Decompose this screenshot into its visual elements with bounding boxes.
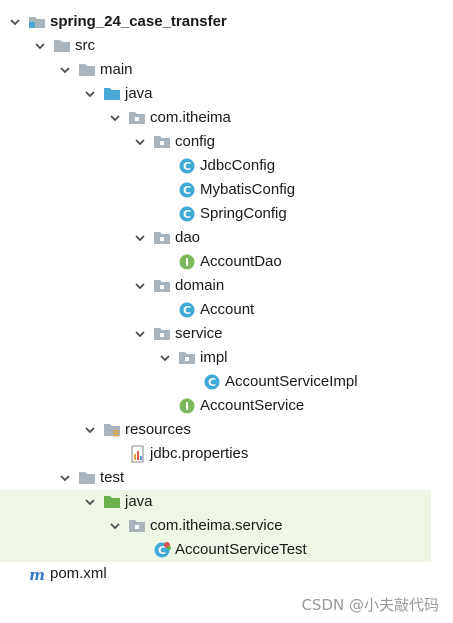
tree-row-src[interactable]: src <box>0 34 453 58</box>
tree-item-label: AccountServiceImpl <box>225 373 358 390</box>
tree-row-accountserviceimpl[interactable]: C AccountServiceImpl <box>0 370 453 394</box>
package-icon <box>153 325 171 343</box>
tree-row-resources[interactable]: resources <box>0 418 453 442</box>
tree-item-label: Account <box>200 301 255 318</box>
test-root-icon <box>103 493 121 511</box>
tree-row-account[interactable]: C Account <box>0 298 453 322</box>
folder-icon <box>78 469 96 487</box>
tree-item-label: domain <box>175 277 225 294</box>
chevron-down-icon[interactable] <box>158 346 172 370</box>
tree-item-label: AccountService <box>200 397 305 414</box>
test-class-icon: C <box>153 541 171 559</box>
package-icon <box>178 349 196 367</box>
tree-item-label: resources <box>125 421 191 438</box>
tree-item-label: service <box>175 325 223 342</box>
svg-text:C: C <box>183 304 191 317</box>
tree-item-label: MybatisConfig <box>200 181 296 198</box>
interface-icon: I <box>178 253 196 271</box>
svg-text:m: m <box>29 566 45 583</box>
svg-text:I: I <box>185 400 189 413</box>
tree-item-label: com.itheima.service <box>150 517 283 534</box>
chevron-down-icon[interactable] <box>108 106 122 130</box>
tree-row-main[interactable]: main <box>0 58 453 82</box>
tree-item-label: pom.xml <box>50 565 107 582</box>
tree-row-test[interactable]: test <box>0 466 453 490</box>
tree-item-label: jdbc.properties <box>150 445 249 462</box>
maven-file-icon: m <box>28 565 46 583</box>
tree-item-label: java <box>125 85 153 102</box>
svg-text:C: C <box>183 208 191 221</box>
class-icon: C <box>178 205 196 223</box>
chevron-down-icon[interactable] <box>108 514 122 538</box>
chevron-down-icon[interactable] <box>133 274 147 298</box>
tree-row-jdbcconfig[interactable]: C JdbcConfig <box>0 154 453 178</box>
package-icon <box>153 277 171 295</box>
class-icon: C <box>178 157 196 175</box>
tree-item-label: impl <box>200 349 228 366</box>
package-icon <box>153 133 171 151</box>
package-icon <box>128 109 146 127</box>
package-icon <box>128 517 146 535</box>
tree-row-pom-xml[interactable]: m pom.xml <box>0 562 453 586</box>
tree-row-service[interactable]: service <box>0 322 453 346</box>
tree-row-com-itheima-service[interactable]: com.itheima.service <box>0 514 431 538</box>
tree-row-spring-24-case-transfer[interactable]: spring_24_case_transfer <box>0 10 453 34</box>
tree-item-label: SpringConfig <box>200 205 287 222</box>
tree-item-label: spring_24_case_transfer <box>50 13 227 30</box>
tree-row-accountservicetest[interactable]: C AccountServiceTest <box>0 538 431 562</box>
tree-item-label: config <box>175 133 216 150</box>
tree-item-label: main <box>100 61 133 78</box>
chevron-down-icon[interactable] <box>58 58 72 82</box>
chevron-down-icon[interactable] <box>133 322 147 346</box>
module-folder-icon <box>28 13 46 31</box>
svg-text:C: C <box>183 160 191 173</box>
properties-file-icon <box>128 445 146 463</box>
svg-text:C: C <box>208 376 216 389</box>
source-root-icon <box>103 85 121 103</box>
class-icon: C <box>178 181 196 199</box>
tree-row-impl[interactable]: impl <box>0 346 453 370</box>
chevron-down-icon[interactable] <box>133 130 147 154</box>
class-icon: C <box>203 373 221 391</box>
folder-icon <box>78 61 96 79</box>
resources-root-icon <box>103 421 121 439</box>
chevron-down-icon[interactable] <box>83 490 97 514</box>
chevron-down-icon[interactable] <box>8 10 22 34</box>
interface-icon: I <box>178 397 196 415</box>
tree-row-accountservice[interactable]: I AccountService <box>0 394 453 418</box>
tree-item-label: dao <box>175 229 201 246</box>
tree-row-accountdao[interactable]: I AccountDao <box>0 250 453 274</box>
tree-row-mybatisconfig[interactable]: C MybatisConfig <box>0 178 453 202</box>
chevron-down-icon[interactable] <box>83 418 97 442</box>
tree-row-domain[interactable]: domain <box>0 274 453 298</box>
class-icon: C <box>178 301 196 319</box>
package-icon <box>153 229 171 247</box>
tree-item-label: src <box>75 37 95 54</box>
tree-row-springconfig[interactable]: C SpringConfig <box>0 202 453 226</box>
tree-item-label: JdbcConfig <box>200 157 276 174</box>
tree-item-label: test <box>100 469 125 486</box>
chevron-down-icon[interactable] <box>133 226 147 250</box>
folder-icon <box>53 37 71 55</box>
svg-text:C: C <box>158 544 166 557</box>
tree-item-label: AccountDao <box>200 253 282 270</box>
tree-item-label: AccountServiceTest <box>175 541 307 558</box>
tree-row-dao[interactable]: dao <box>0 226 453 250</box>
tree-row-jdbc-properties[interactable]: jdbc.properties <box>0 442 453 466</box>
tree-row-java[interactable]: java <box>0 490 431 514</box>
chevron-down-icon[interactable] <box>58 466 72 490</box>
tree-item-label: java <box>125 493 153 510</box>
chevron-down-icon[interactable] <box>83 82 97 106</box>
tree-row-java[interactable]: java <box>0 82 453 106</box>
tree-row-com-itheima[interactable]: com.itheima <box>0 106 453 130</box>
tree-item-label: com.itheima <box>150 109 231 126</box>
svg-text:I: I <box>185 256 189 269</box>
tree-row-config[interactable]: config <box>0 130 453 154</box>
svg-text:C: C <box>183 184 191 197</box>
chevron-down-icon[interactable] <box>33 34 47 58</box>
watermark: CSDN @小夫敲代码 <box>301 596 439 614</box>
